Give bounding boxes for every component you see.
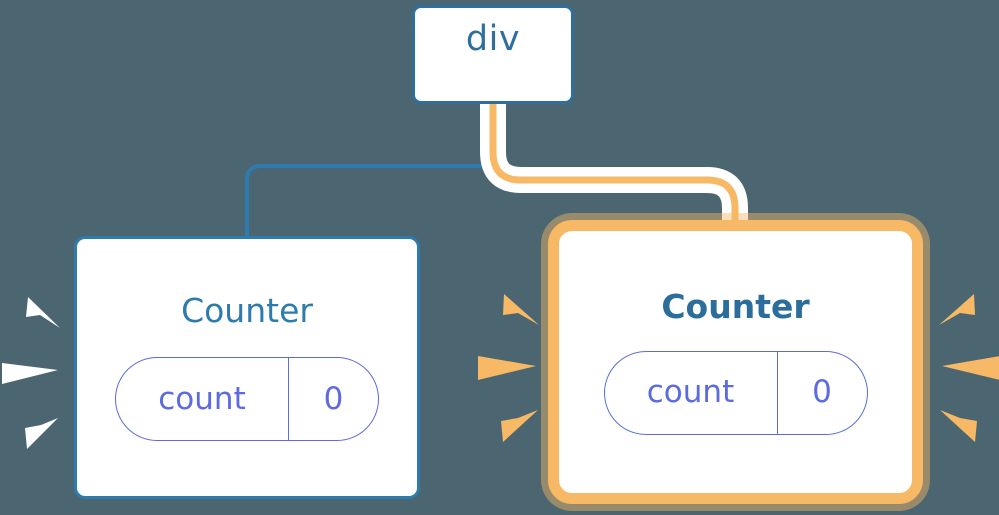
node-div[interactable]: div [412, 5, 574, 104]
node-div-label: div [465, 19, 521, 59]
state-key: count [605, 351, 778, 434]
node-counter-left[interactable]: Counter count 0 [74, 236, 420, 499]
node-counter-left-label: Counter [181, 291, 313, 330]
edge-div-to-counter-right [489, 104, 739, 226]
edge-div-to-counter-right-halo [480, 104, 748, 226]
edge-div-to-counter-left [245, 104, 495, 236]
node-counter-right-label: Counter [661, 286, 810, 326]
state-key: count [116, 358, 289, 440]
state-pill-counter-left: count 0 [115, 357, 379, 441]
node-counter-right[interactable]: Counter count 0 [548, 220, 923, 504]
state-pill-counter-right: count 0 [603, 350, 868, 435]
state-value: 0 [323, 380, 344, 417]
state-value: 0 [812, 374, 832, 410]
